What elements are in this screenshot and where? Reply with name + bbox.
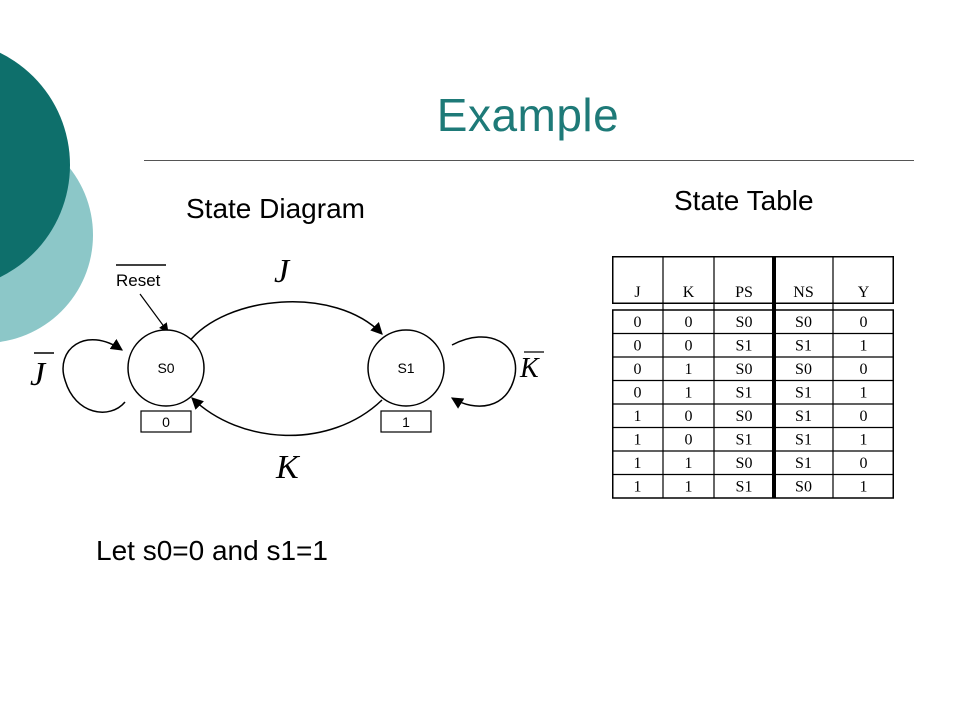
table-cell: 1 (860, 479, 868, 496)
table-cell: S1 (736, 338, 753, 355)
table-cell: S1 (795, 432, 812, 449)
table-cell: 0 (860, 361, 868, 378)
table-cell: S1 (795, 455, 812, 472)
table-cell: 0 (685, 338, 693, 355)
table-cell: 1 (634, 432, 642, 449)
state-diagram-heading: State Diagram (186, 193, 365, 224)
state-diagram: Reset J K J K S0 0 S1 1 (30, 253, 544, 486)
table-cell: 1 (634, 408, 642, 425)
table-cell: S1 (736, 385, 753, 402)
self-loop-s0 (62, 338, 126, 413)
table-cell: 1 (685, 385, 693, 402)
label-k-bottom: K (275, 449, 301, 486)
label-j-self: J (30, 356, 47, 393)
table-header-cell: PS (735, 284, 753, 301)
table-cell: 0 (685, 314, 693, 331)
table-cell: 1 (860, 432, 868, 449)
state-s1-output-box (380, 410, 432, 433)
table-cell: 0 (634, 361, 642, 378)
state-encoding-note: Let s0=0 and s1=1 (96, 535, 328, 566)
table-cell: S0 (736, 361, 753, 378)
table-header-cell: J (634, 284, 640, 301)
state-table-heading: State Table (674, 185, 814, 216)
table-cell: 0 (860, 314, 868, 331)
table-cell: 0 (634, 338, 642, 355)
table-cell: S1 (795, 408, 812, 425)
table-cell: S0 (736, 455, 753, 472)
table-cell: 0 (860, 455, 868, 472)
table-header-cell: Y (858, 284, 870, 301)
slide-title: Example (436, 89, 620, 141)
state-s0-circle (127, 329, 205, 407)
deco-circle-dark (0, 52, 70, 278)
table-cell: 0 (685, 432, 693, 449)
reset-label: Reset (116, 271, 161, 290)
table-cell: 1 (860, 338, 868, 355)
table-header-frame (612, 256, 894, 304)
decorative-circles (0, 52, 93, 342)
transition-s0-s1 (187, 301, 383, 344)
table-cell: 1 (634, 479, 642, 496)
table-cell: 1 (685, 361, 693, 378)
state-s0-output-box (140, 410, 192, 433)
table-cell: S1 (795, 338, 812, 355)
label-j-top: J (274, 253, 291, 290)
reset-arrow (139, 293, 169, 333)
state-s0-output: 0 (162, 414, 170, 430)
table-cell: 1 (685, 479, 693, 496)
table-cell: S1 (736, 432, 753, 449)
table-cell: 0 (860, 408, 868, 425)
table-cell: 1 (634, 455, 642, 472)
table-cell: 0 (634, 385, 642, 402)
table-cell: 1 (685, 455, 693, 472)
state-s1-output: 1 (402, 414, 410, 430)
transition-s1-s0 (191, 397, 383, 437)
state-s1-label: S1 (397, 360, 414, 376)
table-cell: S0 (736, 408, 753, 425)
table-cell: S1 (795, 385, 812, 402)
table-cell: 0 (685, 408, 693, 425)
table-cell: S0 (795, 361, 812, 378)
table-cell: 0 (634, 314, 642, 331)
table-cell: S0 (795, 479, 812, 496)
table-header-cell: NS (793, 284, 813, 301)
state-s1-circle (367, 329, 445, 407)
state-s0-label: S0 (157, 360, 174, 376)
table-header-cell: K (683, 284, 695, 301)
table-cell: 1 (860, 385, 868, 402)
label-k-self: K (519, 353, 540, 384)
self-loop-s1 (450, 336, 517, 409)
title-divider (144, 160, 914, 161)
table-cell: S1 (736, 479, 753, 496)
table-cell: S0 (795, 314, 812, 331)
table-cell: S0 (736, 314, 753, 331)
